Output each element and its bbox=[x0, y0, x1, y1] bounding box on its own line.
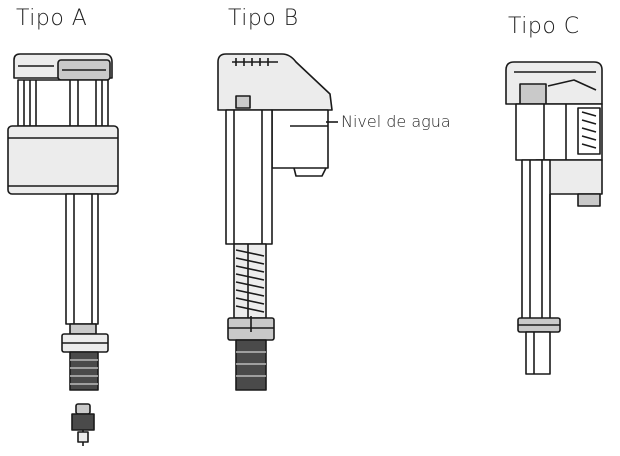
valve-a-fitting bbox=[75, 403, 91, 415]
valve-a-float bbox=[7, 125, 119, 195]
type-a-label: Tipo A bbox=[16, 6, 88, 31]
type-b-label: Tipo B bbox=[228, 6, 299, 31]
valve-c-upper-body bbox=[515, 103, 603, 161]
valve-b-spring bbox=[233, 243, 267, 319]
valve-b-float bbox=[271, 109, 329, 169]
valve-c-spring bbox=[581, 111, 597, 149]
valve-b-thread bbox=[235, 339, 267, 391]
valve-type-b bbox=[217, 53, 338, 391]
valve-c-tail bbox=[525, 331, 551, 375]
valve-type-a bbox=[7, 53, 119, 446]
water-level-label: Nivel de agua bbox=[341, 112, 451, 131]
type-c-label: Tipo C bbox=[508, 14, 580, 39]
valve-b-body bbox=[225, 109, 273, 245]
valve-a-neck bbox=[17, 79, 109, 127]
valve-c-tube bbox=[521, 159, 551, 321]
valve-a-shaft bbox=[65, 193, 99, 325]
valve-type-c bbox=[505, 61, 603, 375]
